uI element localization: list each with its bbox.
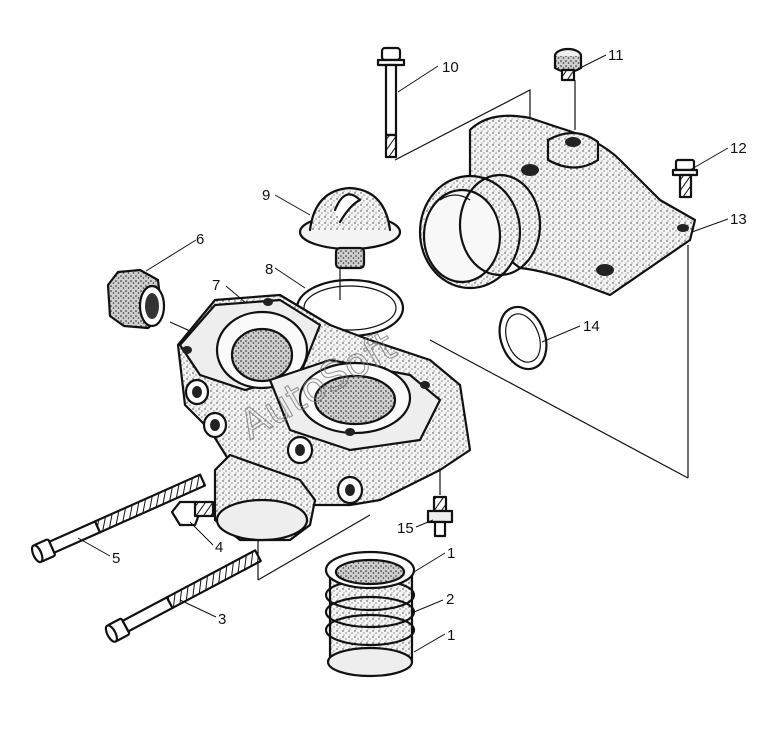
thermostat-housing-part — [176, 293, 472, 542]
callout-5: 5 — [112, 550, 120, 567]
callout-2: 2 — [446, 591, 454, 608]
cap-plug-part — [553, 47, 583, 82]
hex-bolt-part — [170, 500, 215, 527]
connecting-pipe-assembly — [324, 550, 416, 678]
drain-fitting-part — [426, 495, 454, 538]
callout-11: 11 — [608, 47, 624, 64]
callout-7: 7 — [212, 277, 220, 294]
leader-lines — [77, 54, 729, 653]
callout-15: 15 — [397, 520, 414, 537]
through-bolt-part — [30, 473, 207, 564]
callout-10: 10 — [442, 59, 459, 76]
short-bolt-part — [671, 158, 699, 199]
callout-6: 6 — [196, 231, 204, 248]
cover-bolt-part — [376, 46, 406, 159]
callout-13: 13 — [730, 211, 747, 228]
callout-3: 3 — [218, 611, 226, 628]
thermostat-part — [298, 186, 402, 270]
callout-1-bottom: 1 — [447, 627, 455, 644]
callout-12: 12 — [730, 140, 747, 157]
callout-14: 14 — [583, 318, 600, 335]
long-bolt-part — [104, 549, 262, 643]
o-ring-part — [498, 305, 548, 371]
callout-labels: 10 11 12 13 9 8 7 6 14 15 1 2 1 4 5 3 — [112, 47, 747, 644]
callout-9: 9 — [262, 187, 270, 204]
callout-4: 4 — [215, 539, 223, 556]
callout-8: 8 — [265, 261, 273, 278]
callout-1-top: 1 — [447, 545, 455, 562]
outlet-elbow-cover-part — [418, 114, 697, 297]
plug-part — [106, 268, 166, 330]
